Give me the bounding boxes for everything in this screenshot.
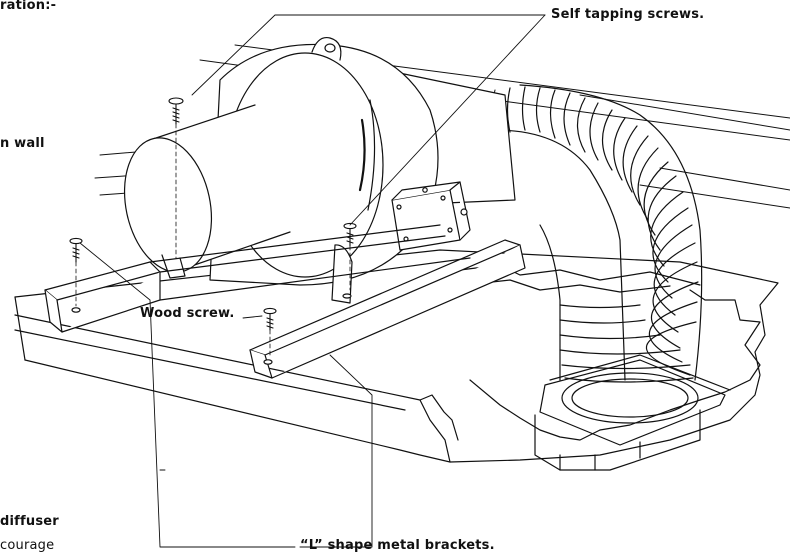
screw-icon (263, 307, 277, 359)
flexible-duct (492, 84, 703, 383)
self-tapping-screws-label: Self tapping screws. (551, 7, 705, 22)
fragment-label-top: ration:- (0, 0, 57, 13)
screw-icon (69, 237, 83, 307)
fragment-label-diffuser: diffuser (0, 514, 59, 529)
leader-lines (79, 14, 546, 548)
l-bracket-label: “L” shape metal brackets. (300, 538, 495, 553)
wood-screw-label: Wood screw. (140, 306, 235, 321)
screw-icon (343, 222, 357, 291)
screws (69, 97, 357, 359)
fragment-label-wall: n wall (0, 136, 45, 151)
ceiling-diffuser (534, 354, 731, 471)
screw-icon (168, 97, 184, 259)
fragment-label-courage: courage (0, 538, 55, 553)
l-brackets (44, 224, 526, 379)
